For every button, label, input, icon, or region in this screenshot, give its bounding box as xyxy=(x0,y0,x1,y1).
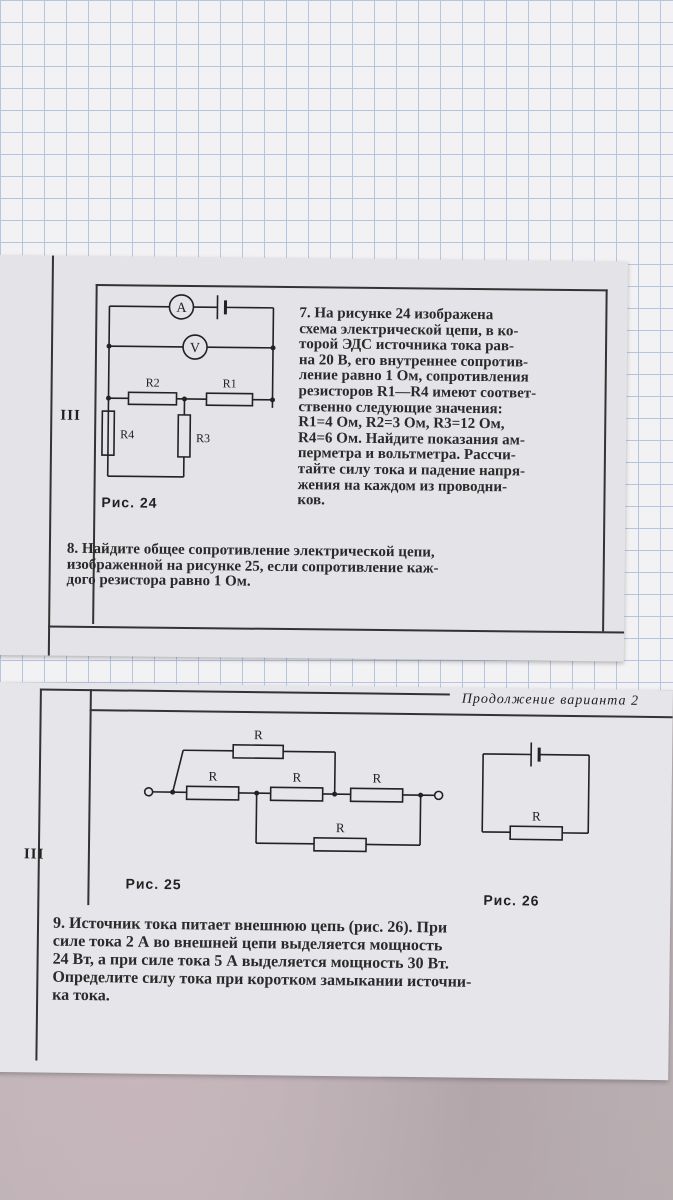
textbook-clipping-problems-7-8: III xyxy=(0,255,628,662)
r4-label: R4 xyxy=(120,427,134,441)
top-border-line xyxy=(39,688,450,696)
margin-line-left xyxy=(35,688,42,1061)
r2-label: R2 xyxy=(146,376,160,390)
figure-26-circuit: R xyxy=(481,742,590,841)
problem-9-text: 9. Источник тока питает внешнюю цепь (ри… xyxy=(52,915,663,1012)
resistor-label: R xyxy=(254,727,263,742)
problem-7-text: 7. На рисунке 24 изображена схема электр… xyxy=(297,305,603,512)
resistor-label: R xyxy=(532,809,541,824)
margin-line-left xyxy=(47,255,54,656)
figure-25-caption: Рис. 25 xyxy=(125,875,182,893)
resistor-label: R xyxy=(372,771,381,786)
textbook-clipping-problem-9: Продолжение варианта 2 III xyxy=(0,682,673,1081)
problem-7-line: ков. xyxy=(297,492,325,509)
section-number: III xyxy=(60,407,81,424)
section-number: III xyxy=(23,846,45,863)
ammeter-label: A xyxy=(176,301,187,316)
continuation-header: Продолжение варианта 2 xyxy=(461,691,640,709)
problem-7-line: жения на каждом из проводни- xyxy=(297,476,508,495)
problem-8-text: 8. Найдите общее сопротивление электриче… xyxy=(67,541,597,594)
voltmeter-label: V xyxy=(190,341,200,356)
r3-label: R3 xyxy=(196,431,210,445)
resistor-label: R xyxy=(208,769,217,784)
figure-24-circuit: A V R2 R1 R4 R3 xyxy=(101,294,276,478)
resistor-label: R xyxy=(292,770,301,785)
figure-25-circuit: R R R R R xyxy=(143,727,444,853)
margin-line-inner xyxy=(87,689,92,906)
resistor-label: R xyxy=(336,820,345,835)
r1-label: R1 xyxy=(223,376,237,390)
figure-26-caption: Рис. 26 xyxy=(483,891,540,909)
bottom-border-line xyxy=(48,625,625,634)
figure-24-caption: Рис. 24 xyxy=(101,494,158,511)
